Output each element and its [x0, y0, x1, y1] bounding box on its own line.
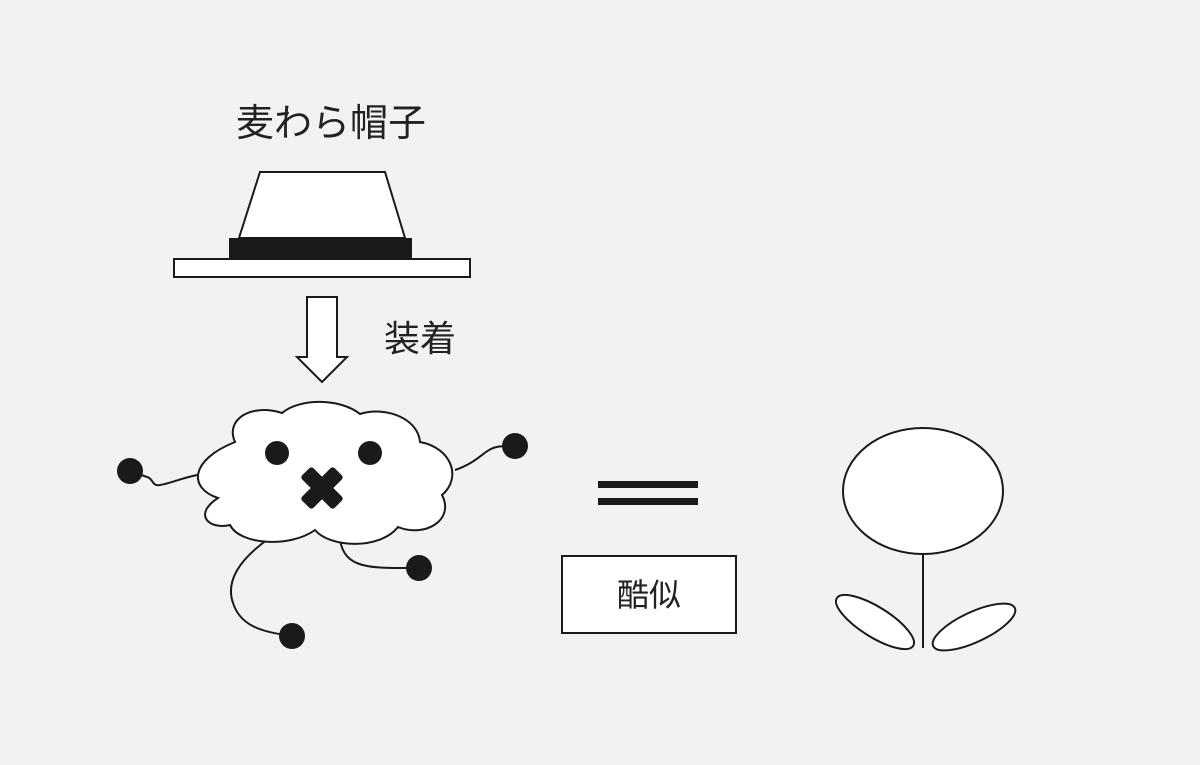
hat-band [229, 238, 412, 258]
cloud-creature-icon [117, 400, 528, 649]
right-hand [502, 433, 528, 459]
creature-body [196, 400, 454, 545]
right-eye [358, 441, 382, 465]
straw-hat-icon [173, 171, 471, 278]
right-leg [339, 539, 419, 570]
flower-icon [835, 427, 1017, 652]
x-mouth-icon [301, 467, 343, 509]
right-foot [406, 555, 432, 581]
flower-head [842, 427, 1004, 555]
hat-label: 麦わら帽子 [236, 101, 427, 145]
left-leg [229, 527, 293, 637]
left-arm [132, 471, 198, 487]
left-hand [117, 458, 143, 484]
hat-brim [173, 258, 471, 278]
left-leaf [835, 593, 915, 651]
left-foot [279, 623, 305, 649]
similar-box: 酷似 [561, 555, 737, 634]
similar-label: 酷似 [616, 575, 681, 614]
hat-crown [237, 171, 407, 239]
equals-icon [598, 481, 698, 505]
wear-label: 装着 [384, 319, 457, 360]
down-arrow-icon [294, 296, 350, 384]
left-eye [265, 441, 289, 465]
right-leaf [931, 602, 1017, 652]
